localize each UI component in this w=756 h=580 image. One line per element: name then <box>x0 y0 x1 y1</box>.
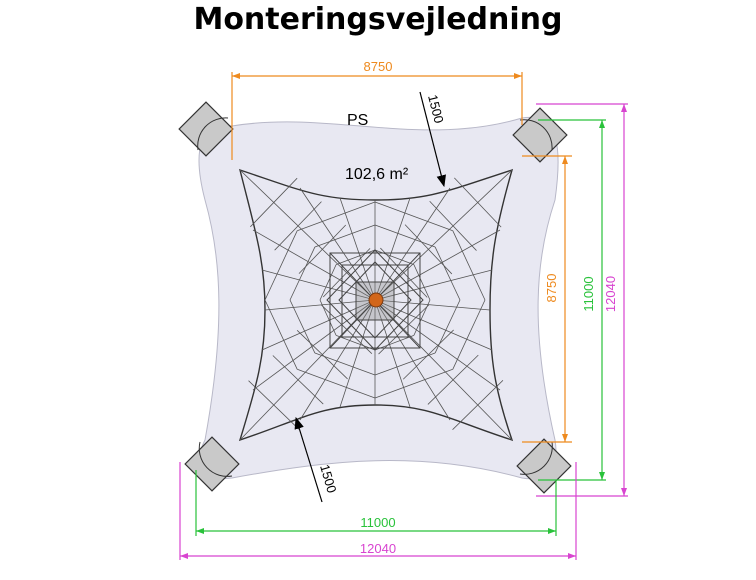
corner-post-bottom-left <box>184 436 240 492</box>
net-rope-ring <box>314 224 376 248</box>
net-rope-ring <box>314 352 376 376</box>
net-rope-ring <box>374 352 436 376</box>
net-rope-ring <box>452 230 486 301</box>
net-rope-radial <box>299 187 376 301</box>
net-rope-cross <box>322 248 371 298</box>
net-rope-ring <box>289 246 316 301</box>
net-rope-radial <box>374 197 411 301</box>
clearance-top-label: 1500 <box>425 93 447 125</box>
net-rope-ring <box>413 264 431 301</box>
net-rope-ring <box>374 201 453 232</box>
net-rope-cross <box>274 201 322 251</box>
net-rope-radial <box>252 299 376 391</box>
net-rope-cross <box>427 354 479 405</box>
net-rope-cross <box>272 355 324 405</box>
dimension-outer-height <box>536 103 628 497</box>
net-rope-radial <box>239 299 376 441</box>
net-rope-radial <box>252 229 376 301</box>
clearance-bottom-label: 1500 <box>317 463 339 495</box>
net-rope-cross <box>298 224 347 274</box>
dimension-inner-width-label: 11000 <box>360 515 395 530</box>
dimension-inner-width <box>195 470 557 536</box>
net-rope-cross <box>452 380 504 430</box>
center-ball <box>368 292 384 308</box>
net-rope-radial <box>374 169 513 301</box>
net-rope-ring <box>264 230 298 301</box>
clearance-bottom-arrow <box>294 416 323 503</box>
net-rope-cross <box>296 330 348 380</box>
net-rope-ring <box>319 264 337 301</box>
net-rope-radial <box>339 299 376 408</box>
safety-zone-label: PS <box>347 112 368 129</box>
dimension-outer-height-label: 12040 <box>603 276 618 312</box>
net-rope-ring <box>289 299 316 354</box>
net-rope-ring <box>374 368 453 399</box>
net-rope-radial <box>374 299 411 408</box>
net-rope-radial <box>374 299 513 441</box>
corner-post-top-left <box>178 101 234 157</box>
dimension-right-height <box>522 155 572 443</box>
net-rope-ring <box>297 368 376 399</box>
net-rope-cross <box>429 200 477 251</box>
clearance-top-arrow <box>419 91 446 188</box>
net-rope-ring <box>264 299 298 370</box>
net-rope-ring <box>335 249 376 266</box>
area-label: 102,6 m² <box>345 166 409 183</box>
corner-post-top-right <box>512 107 568 163</box>
net-rope-ring <box>434 299 461 354</box>
net-rope-ring <box>297 201 376 232</box>
net-rope-cross <box>250 177 298 228</box>
net-rope-radial <box>339 197 376 301</box>
dimension-outer-width <box>179 462 577 560</box>
net-rope-radial <box>239 169 376 301</box>
net-rope-radial <box>374 187 451 301</box>
net-rope-ring <box>374 249 415 266</box>
net-rope-ring <box>374 224 436 248</box>
dimension-top-width-label: 8750 <box>364 59 393 74</box>
dimension-right-height-label: 8750 <box>544 274 559 303</box>
net-rope-cross <box>380 247 428 298</box>
net-rope-ring <box>434 246 461 301</box>
dimension-top-width <box>231 72 523 160</box>
net-rope-cross <box>248 380 300 430</box>
net-rope-ring <box>319 299 337 336</box>
net-rope-ring <box>452 299 486 370</box>
net-rope-radial <box>374 299 501 391</box>
page-title: Monteringsvejledning <box>193 2 563 37</box>
net-rope-radial <box>264 299 376 311</box>
dimension-outer-width-label: 12040 <box>360 541 396 556</box>
net-rope-cross <box>402 329 454 380</box>
dimension-inner-height <box>538 119 606 481</box>
net-rope-ring <box>413 299 431 336</box>
net-rope-radial <box>374 229 501 301</box>
net-rope-cross <box>454 177 502 228</box>
dimension-inner-height-label: 11000 <box>581 276 596 311</box>
